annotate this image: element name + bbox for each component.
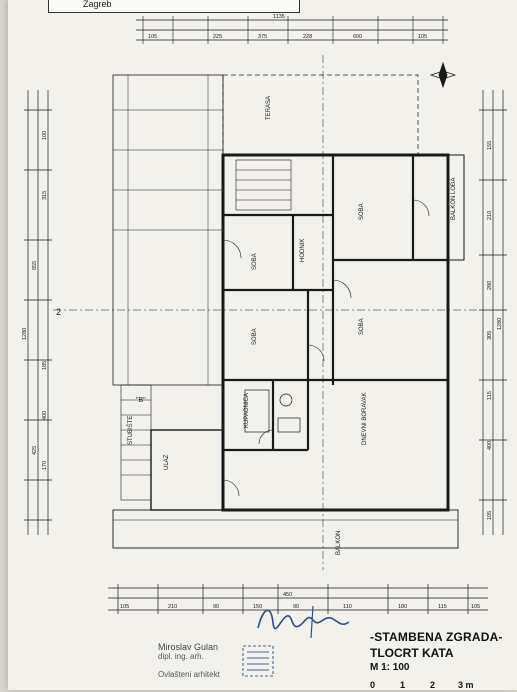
svg-text:855: 855 xyxy=(32,261,38,270)
location-label: Zagreb xyxy=(83,0,112,9)
svg-text:210: 210 xyxy=(487,211,493,220)
svg-text:90: 90 xyxy=(213,604,219,610)
floor-plan: TERASA SOBA SOBA SOBA SOBA KUPAONICA HOD… xyxy=(22,14,507,614)
svg-text:1280: 1280 xyxy=(497,318,503,330)
svg-text:1280: 1280 xyxy=(22,328,28,340)
point-b-label: "B" xyxy=(136,397,146,404)
drawing-scale: M 1: 100 xyxy=(370,662,410,673)
svg-text:280: 280 xyxy=(487,281,493,290)
room-label-soba-3: SOBA xyxy=(359,318,365,335)
room-label-hodnik: HODNIK xyxy=(300,239,306,262)
svg-text:90: 90 xyxy=(293,604,299,610)
svg-text:425: 425 xyxy=(32,446,38,455)
room-label-kupaonica: KUPAONICA xyxy=(244,393,250,428)
svg-text:115: 115 xyxy=(487,391,493,400)
architect-role: Ovlašteni arhitekt xyxy=(158,670,220,679)
svg-text:210: 210 xyxy=(168,604,177,610)
room-label-balkon: BALKON xyxy=(336,531,342,555)
architect-name: Miroslav Gulan xyxy=(158,642,219,652)
svg-text:105: 105 xyxy=(487,511,493,520)
drawing-title: -STAMBENA ZGRADA- xyxy=(370,630,503,644)
architect-signature xyxy=(257,605,350,639)
svg-text:100: 100 xyxy=(42,131,48,140)
room-label-dnevni: DNEVNI BORAVAK xyxy=(362,393,368,445)
svg-text:150: 150 xyxy=(253,604,262,610)
room-label-stubiste: STUBIŠTE xyxy=(127,416,134,445)
architect-block: Miroslav Gulan dipl. ing. arh. Ovlašteni… xyxy=(158,642,220,680)
axis-label: 2 xyxy=(56,307,61,317)
svg-text:305: 305 xyxy=(487,331,493,340)
title-strip: Zagreb xyxy=(48,0,300,13)
svg-text:105: 105 xyxy=(418,34,427,40)
architect-title: dipl. ing. arh. xyxy=(158,652,204,661)
svg-text:105: 105 xyxy=(471,604,480,610)
svg-text:155: 155 xyxy=(487,141,493,150)
architect-stamp xyxy=(242,645,274,677)
dim-bottom-total: 450 xyxy=(283,592,292,598)
room-label-soba-2: SOBA xyxy=(252,253,258,270)
scale-bar: 0 1 2 3 m xyxy=(370,680,474,690)
svg-text:225: 225 xyxy=(213,34,222,40)
svg-text:228: 228 xyxy=(303,34,312,40)
room-label-soba-1: SOBA xyxy=(359,203,365,220)
svg-text:185: 185 xyxy=(42,361,48,370)
svg-text:170: 170 xyxy=(42,461,48,470)
room-label-balkon-lodja: BALKON LOĐA xyxy=(451,178,457,220)
svg-text:180: 180 xyxy=(398,604,407,610)
room-label-terasa: TERASA xyxy=(266,96,272,120)
svg-text:105: 105 xyxy=(120,604,129,610)
room-label-soba-4: SOBA xyxy=(252,328,258,345)
room-label-ulaz: ULAZ xyxy=(164,454,170,470)
svg-text:600: 600 xyxy=(353,34,362,40)
svg-text:400: 400 xyxy=(42,411,48,420)
dim-top-total: 1135 xyxy=(273,14,285,20)
svg-text:115: 115 xyxy=(438,604,447,610)
svg-text:375: 375 xyxy=(258,34,267,40)
svg-text:315: 315 xyxy=(42,191,48,200)
svg-text:400: 400 xyxy=(487,441,493,450)
drawing-subtitle: TLOCRT KATA xyxy=(370,646,454,660)
svg-text:110: 110 xyxy=(343,604,352,610)
drawing-sheet: Zagreb xyxy=(8,0,517,690)
title-block: -STAMBENA ZGRADA- TLOCRT KATA M 1: 100 0… xyxy=(370,630,517,690)
svg-text:105: 105 xyxy=(148,34,157,40)
